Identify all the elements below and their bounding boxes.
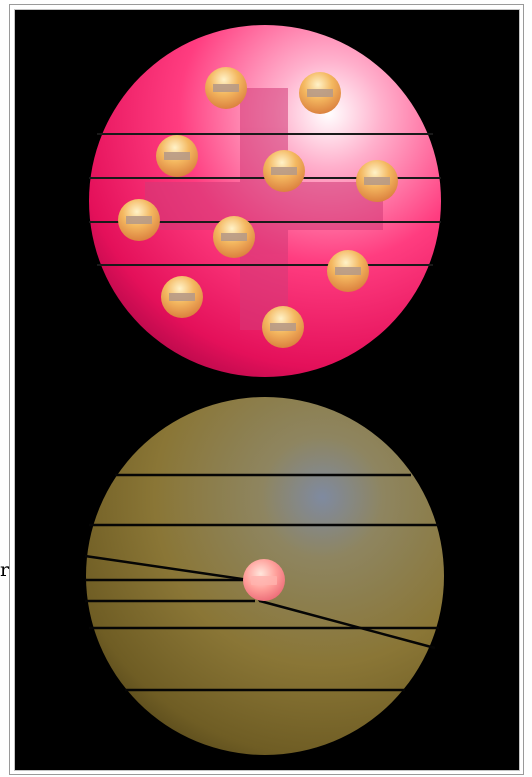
side-label: r xyxy=(0,560,9,580)
negative-charge-icon xyxy=(221,233,247,241)
electron xyxy=(213,216,255,258)
electron xyxy=(156,135,198,177)
electron xyxy=(356,160,398,202)
negative-charge-icon xyxy=(307,89,333,97)
negative-charge-icon xyxy=(364,177,390,185)
electron xyxy=(205,67,247,109)
electron xyxy=(299,72,341,114)
electron xyxy=(118,199,160,241)
electron xyxy=(327,250,369,292)
negative-charge-icon xyxy=(335,267,361,275)
negative-charge-icon xyxy=(169,293,195,301)
negative-charge-icon xyxy=(126,216,152,224)
rutherford-model xyxy=(85,397,444,755)
negative-charge-icon xyxy=(270,323,296,331)
electron xyxy=(262,306,304,348)
nucleus-icon xyxy=(243,559,285,601)
electron xyxy=(161,276,203,318)
negative-charge-icon xyxy=(271,167,297,175)
electron xyxy=(263,150,305,192)
thomson-model xyxy=(89,25,441,377)
atomic-models-diagram xyxy=(15,10,519,770)
negative-charge-icon xyxy=(164,152,190,160)
negative-charge-icon xyxy=(213,84,239,92)
